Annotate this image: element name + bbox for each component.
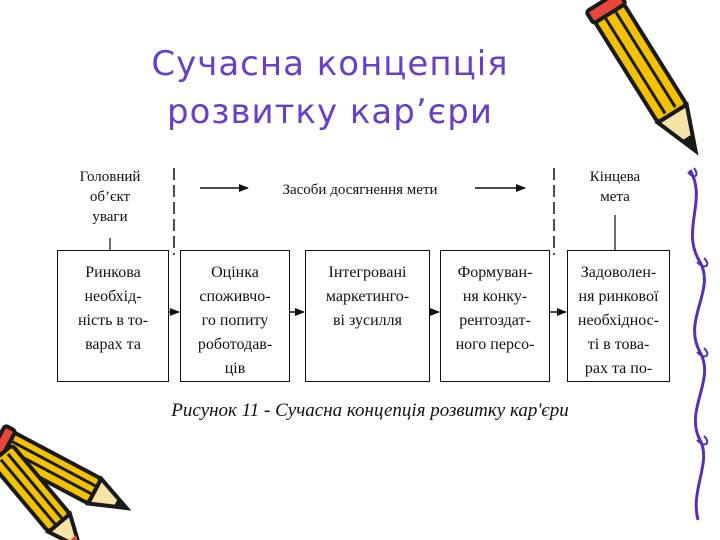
title-line-1: Сучасна концепція bbox=[151, 44, 509, 84]
box-2-line-5: ців bbox=[224, 360, 246, 377]
box-5-line-2: ня ринкової bbox=[578, 288, 659, 305]
figure-caption: Рисунок 11 - Сучасна концепція розвитку … bbox=[171, 400, 569, 421]
title-line-2: розвитку кар’єри bbox=[167, 92, 493, 132]
box-2-line-1: Оцінка bbox=[211, 264, 259, 281]
header-left-line-2: об’єкт bbox=[89, 189, 131, 205]
box-2-line-3: го попиту bbox=[201, 312, 269, 329]
box-4-line-4: ного персо- bbox=[455, 336, 535, 353]
box-5-line-3: необхіднос- bbox=[577, 312, 660, 329]
box-market-satisfaction: Задоволен- ня ринкової необхіднос- ті в … bbox=[567, 250, 670, 382]
header-right-line-2: мета bbox=[600, 189, 630, 205]
box-4-line-3: рентоздат- bbox=[459, 312, 531, 329]
box-1-line-2: необхід- bbox=[84, 288, 142, 305]
box-employer-demand: Оцінка споживчо- го попиту роботодав- ці… bbox=[180, 250, 290, 382]
box-3-line-3: ві зусилля bbox=[333, 312, 402, 329]
header-left-line-3: уваги bbox=[92, 209, 128, 225]
box-marketing-efforts: Інтегровані маркетинго- ві зусилля bbox=[305, 250, 430, 382]
box-1-line-3: ність в то- bbox=[77, 312, 149, 329]
box-4-line-1: Формуван- bbox=[457, 264, 533, 281]
box-2-line-4: роботодав- bbox=[197, 336, 273, 353]
box-2-line-2: споживчо- bbox=[199, 288, 271, 305]
pencil-icon bbox=[585, 0, 699, 156]
header-left-line-1: Головний bbox=[79, 169, 141, 185]
header-right-line-1: Кінцева bbox=[589, 169, 641, 185]
box-1-line-4: варах та bbox=[85, 336, 141, 353]
box-market-need: Ринкова необхід- ність в то- варах та bbox=[57, 250, 169, 382]
box-3-line-1: Інтегровані bbox=[328, 264, 407, 281]
box-5-line-1: Задоволен- bbox=[580, 264, 657, 281]
box-1-line-1: Ринкова bbox=[85, 264, 141, 281]
pencils-icon bbox=[0, 424, 132, 540]
box-3-line-2: маркетинго- bbox=[325, 288, 410, 305]
header-means: Засоби досягнення мети bbox=[282, 182, 438, 198]
box-5-line-5: рах та по- bbox=[584, 360, 653, 377]
header-final-goal: Кінцева мета bbox=[570, 167, 660, 207]
header-main-object: Головний об’єкт уваги bbox=[60, 167, 160, 227]
box-4-line-2: ня конку- bbox=[462, 288, 528, 305]
box-personnel-formation: Формуван- ня конку- рентоздат- ного перс… bbox=[440, 250, 550, 382]
box-5-line-4: ті в това- bbox=[587, 336, 650, 353]
swirl-border bbox=[688, 169, 707, 521]
slide-title: Сучасна концепція розвитку кар’єри bbox=[120, 40, 540, 136]
